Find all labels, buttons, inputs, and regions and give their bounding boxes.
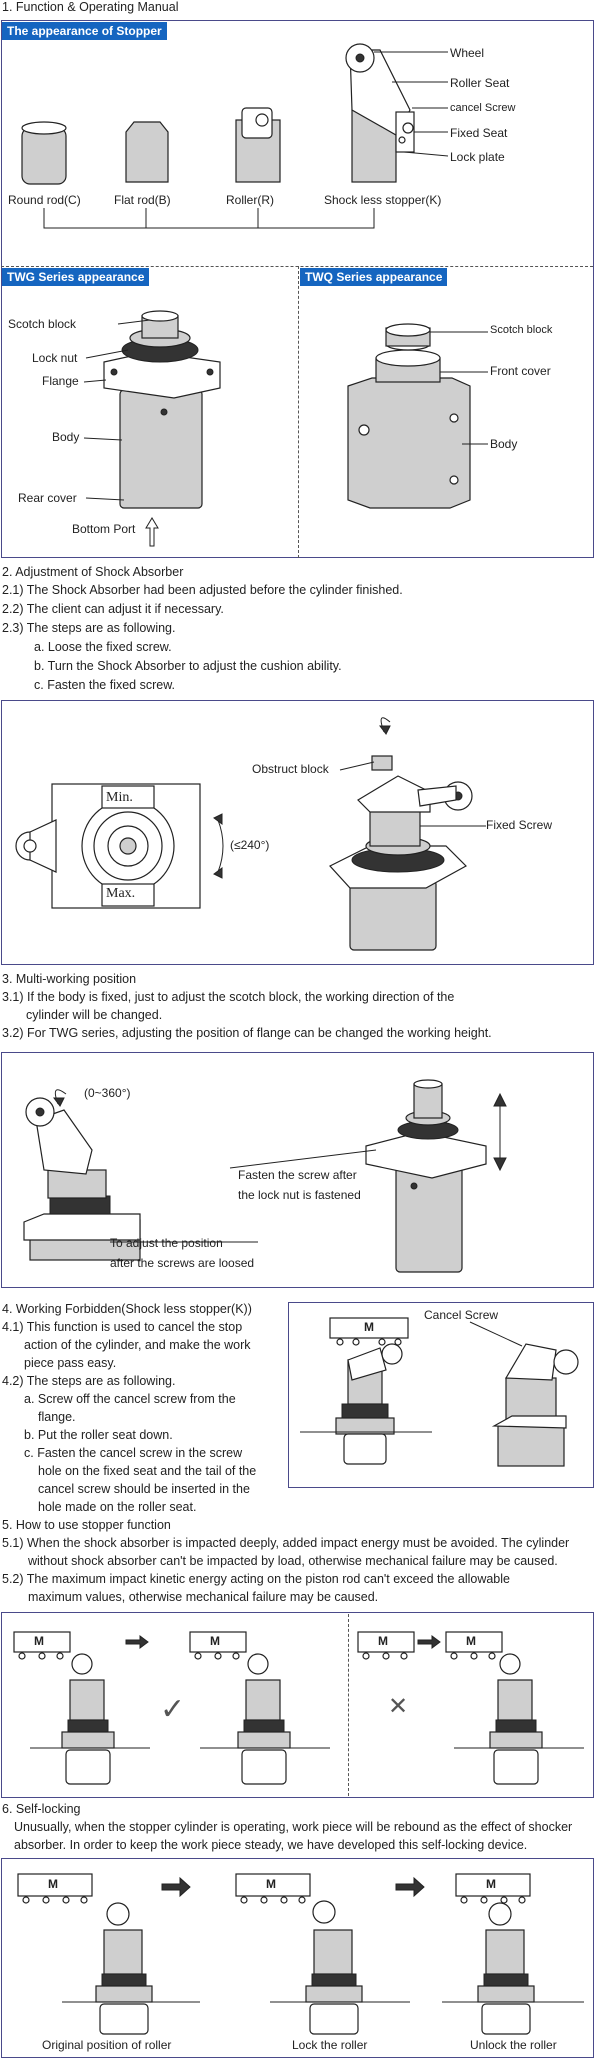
caption-lock: Lock the roller — [292, 2038, 368, 2052]
s5-line: 5.2) The maximum impact kinetic energy a… — [2, 1572, 510, 1586]
m-label: M — [466, 1634, 476, 1648]
twg-tag: TWG Series appearance — [2, 268, 150, 286]
type-flat: Flat rod(B) — [114, 193, 171, 207]
m-block-label: M — [364, 1320, 374, 1334]
s2-line: 2.3) The steps are as following. — [2, 621, 176, 635]
twg-drawing — [83, 310, 221, 547]
fasten-label-1: Fasten the screw after — [238, 1168, 357, 1182]
s5-line: 5.1) When the shock absorber is impacted… — [2, 1536, 570, 1550]
s6-line: absorber. In order to keep the work piec… — [14, 1838, 528, 1852]
caption-original: Original position of roller — [42, 2038, 172, 2052]
angle-360-label: (0~360°) — [84, 1086, 131, 1100]
twq-tag: TWQ Series appearance — [300, 268, 448, 286]
m-label: M — [266, 1877, 276, 1891]
section4-title: 4. Working Forbidden(Shock less stopper(… — [2, 1302, 252, 1316]
s3-line: 3.2) For TWG series, adjusting the posit… — [2, 1026, 492, 1040]
twg-scotch-label: Scotch block — [8, 317, 77, 331]
type-shockless: Shock less stopper(K) — [324, 193, 442, 207]
s4-line: piece pass easy. — [24, 1356, 117, 1370]
max-label: Max. — [106, 886, 136, 901]
m-label: M — [378, 1634, 388, 1648]
cancel-screw-label: Cancel Screw — [424, 1308, 499, 1322]
adjust-label-1: To adjust the position — [110, 1236, 223, 1250]
fig4-drawing — [300, 1317, 579, 1467]
fig3-drawing — [23, 1079, 507, 1273]
label-roller-seat: Roller Seat — [450, 76, 510, 90]
s4-line: a. Screw off the cancel screw from the — [24, 1392, 236, 1406]
s5-line: maximum values, otherwise mechanical fai… — [28, 1590, 379, 1604]
fixed-screw-label: Fixed Screw — [486, 818, 553, 832]
ok-check-icon: ✓ — [160, 1693, 186, 1726]
type-round: Round rod(C) — [8, 193, 81, 207]
s4-line: 4.2) The steps are as following. — [2, 1374, 176, 1388]
s2-line: 2.1) The Shock Absorber had been adjuste… — [2, 583, 403, 597]
s5-line: without shock absorber can't be impacted… — [28, 1554, 558, 1568]
s4-line: b. Put the roller seat down. — [24, 1428, 173, 1442]
twq-scotch-label: Scotch block — [490, 324, 553, 336]
obstruct-block-label: Obstruct block — [252, 762, 329, 776]
twg-bottomport-label: Bottom Port — [72, 522, 136, 536]
s4-line: hole made on the roller seat. — [38, 1500, 197, 1514]
divider-h — [1, 266, 593, 267]
angle-240-label: (≤240°) — [230, 838, 270, 852]
twg-body-label: Body — [52, 430, 80, 444]
min-label: Min. — [106, 790, 133, 805]
type-roller: Roller(R) — [226, 193, 274, 207]
s4-line: c. Fasten the cancel screw in the screw — [24, 1446, 243, 1460]
s2-line: c. Fasten the fixed screw. — [34, 678, 176, 692]
ng-cross-icon: ✕ — [388, 1693, 409, 1720]
s4-line: flange. — [38, 1410, 76, 1424]
s3-line: 3.1) If the body is fixed, just to adjus… — [2, 990, 455, 1004]
m-label: M — [210, 1634, 220, 1648]
s4-line: cancel screw should be inserted in the — [38, 1482, 250, 1496]
s3-line: cylinder will be changed. — [26, 1008, 163, 1022]
label-fixed-seat: Fixed Seat — [450, 126, 508, 140]
fig5-divider — [348, 1614, 349, 1796]
fasten-label-2: the lock nut is fastened — [238, 1188, 361, 1202]
section1-title: 1. Function & Operating Manual — [2, 0, 179, 14]
fig2-drawing — [15, 717, 486, 951]
caption-unlock: Unlock the roller — [470, 2038, 557, 2052]
section3-title: 3. Multi-working position — [2, 972, 137, 986]
s4-line: hole on the fixed seat and the tail of t… — [38, 1464, 257, 1478]
twq-body-label: Body — [490, 437, 518, 451]
twg-locknut-label: Lock nut — [32, 351, 78, 365]
section2-title: 2. Adjustment of Shock Absorber — [2, 565, 184, 579]
label-wheel: Wheel — [450, 46, 485, 60]
twq-frontcover-label: Front cover — [490, 364, 551, 378]
adjust-label-2: after the screws are loosed — [110, 1256, 255, 1270]
twg-rearcover-label: Rear cover — [18, 491, 77, 505]
s4-line: action of the cylinder, and make the wor… — [24, 1338, 251, 1352]
divider-v — [298, 266, 299, 558]
s4-line: 4.1) This function is used to cancel the… — [2, 1320, 243, 1334]
m-label: M — [486, 1877, 496, 1891]
twq-drawing — [347, 323, 488, 509]
fig1-frame — [1, 20, 594, 558]
s6-line: Unusually, when the stopper cylinder is … — [14, 1820, 573, 1834]
s2-line: a. Loose the fixed screw. — [34, 640, 172, 654]
twg-flange-label: Flange — [42, 374, 79, 388]
m-label: M — [34, 1634, 44, 1648]
section5-title: 5. How to use stopper function — [2, 1518, 171, 1532]
stopper-types-drawing — [21, 43, 449, 229]
m-label: M — [48, 1877, 58, 1891]
label-lock-plate: Lock plate — [450, 150, 505, 164]
s2-line: b. Turn the Shock Absorber to adjust the… — [34, 659, 342, 673]
label-cancel-screw: cancel Screw — [450, 102, 516, 114]
stopper-appearance-tag: The appearance of Stopper — [2, 22, 167, 40]
fig5-drawing — [13, 1631, 584, 1785]
section6-title: 6. Self-locking — [2, 1802, 81, 1816]
s2-line: 2.2) The client can adjust it if necessa… — [2, 602, 224, 616]
